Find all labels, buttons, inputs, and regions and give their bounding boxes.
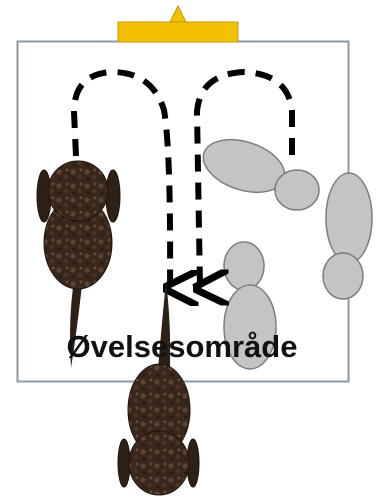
grey-dog-silhouette-icon	[323, 173, 372, 299]
yellow-marker-icon	[118, 6, 238, 42]
area-label: Øvelsesområde	[67, 329, 298, 364]
